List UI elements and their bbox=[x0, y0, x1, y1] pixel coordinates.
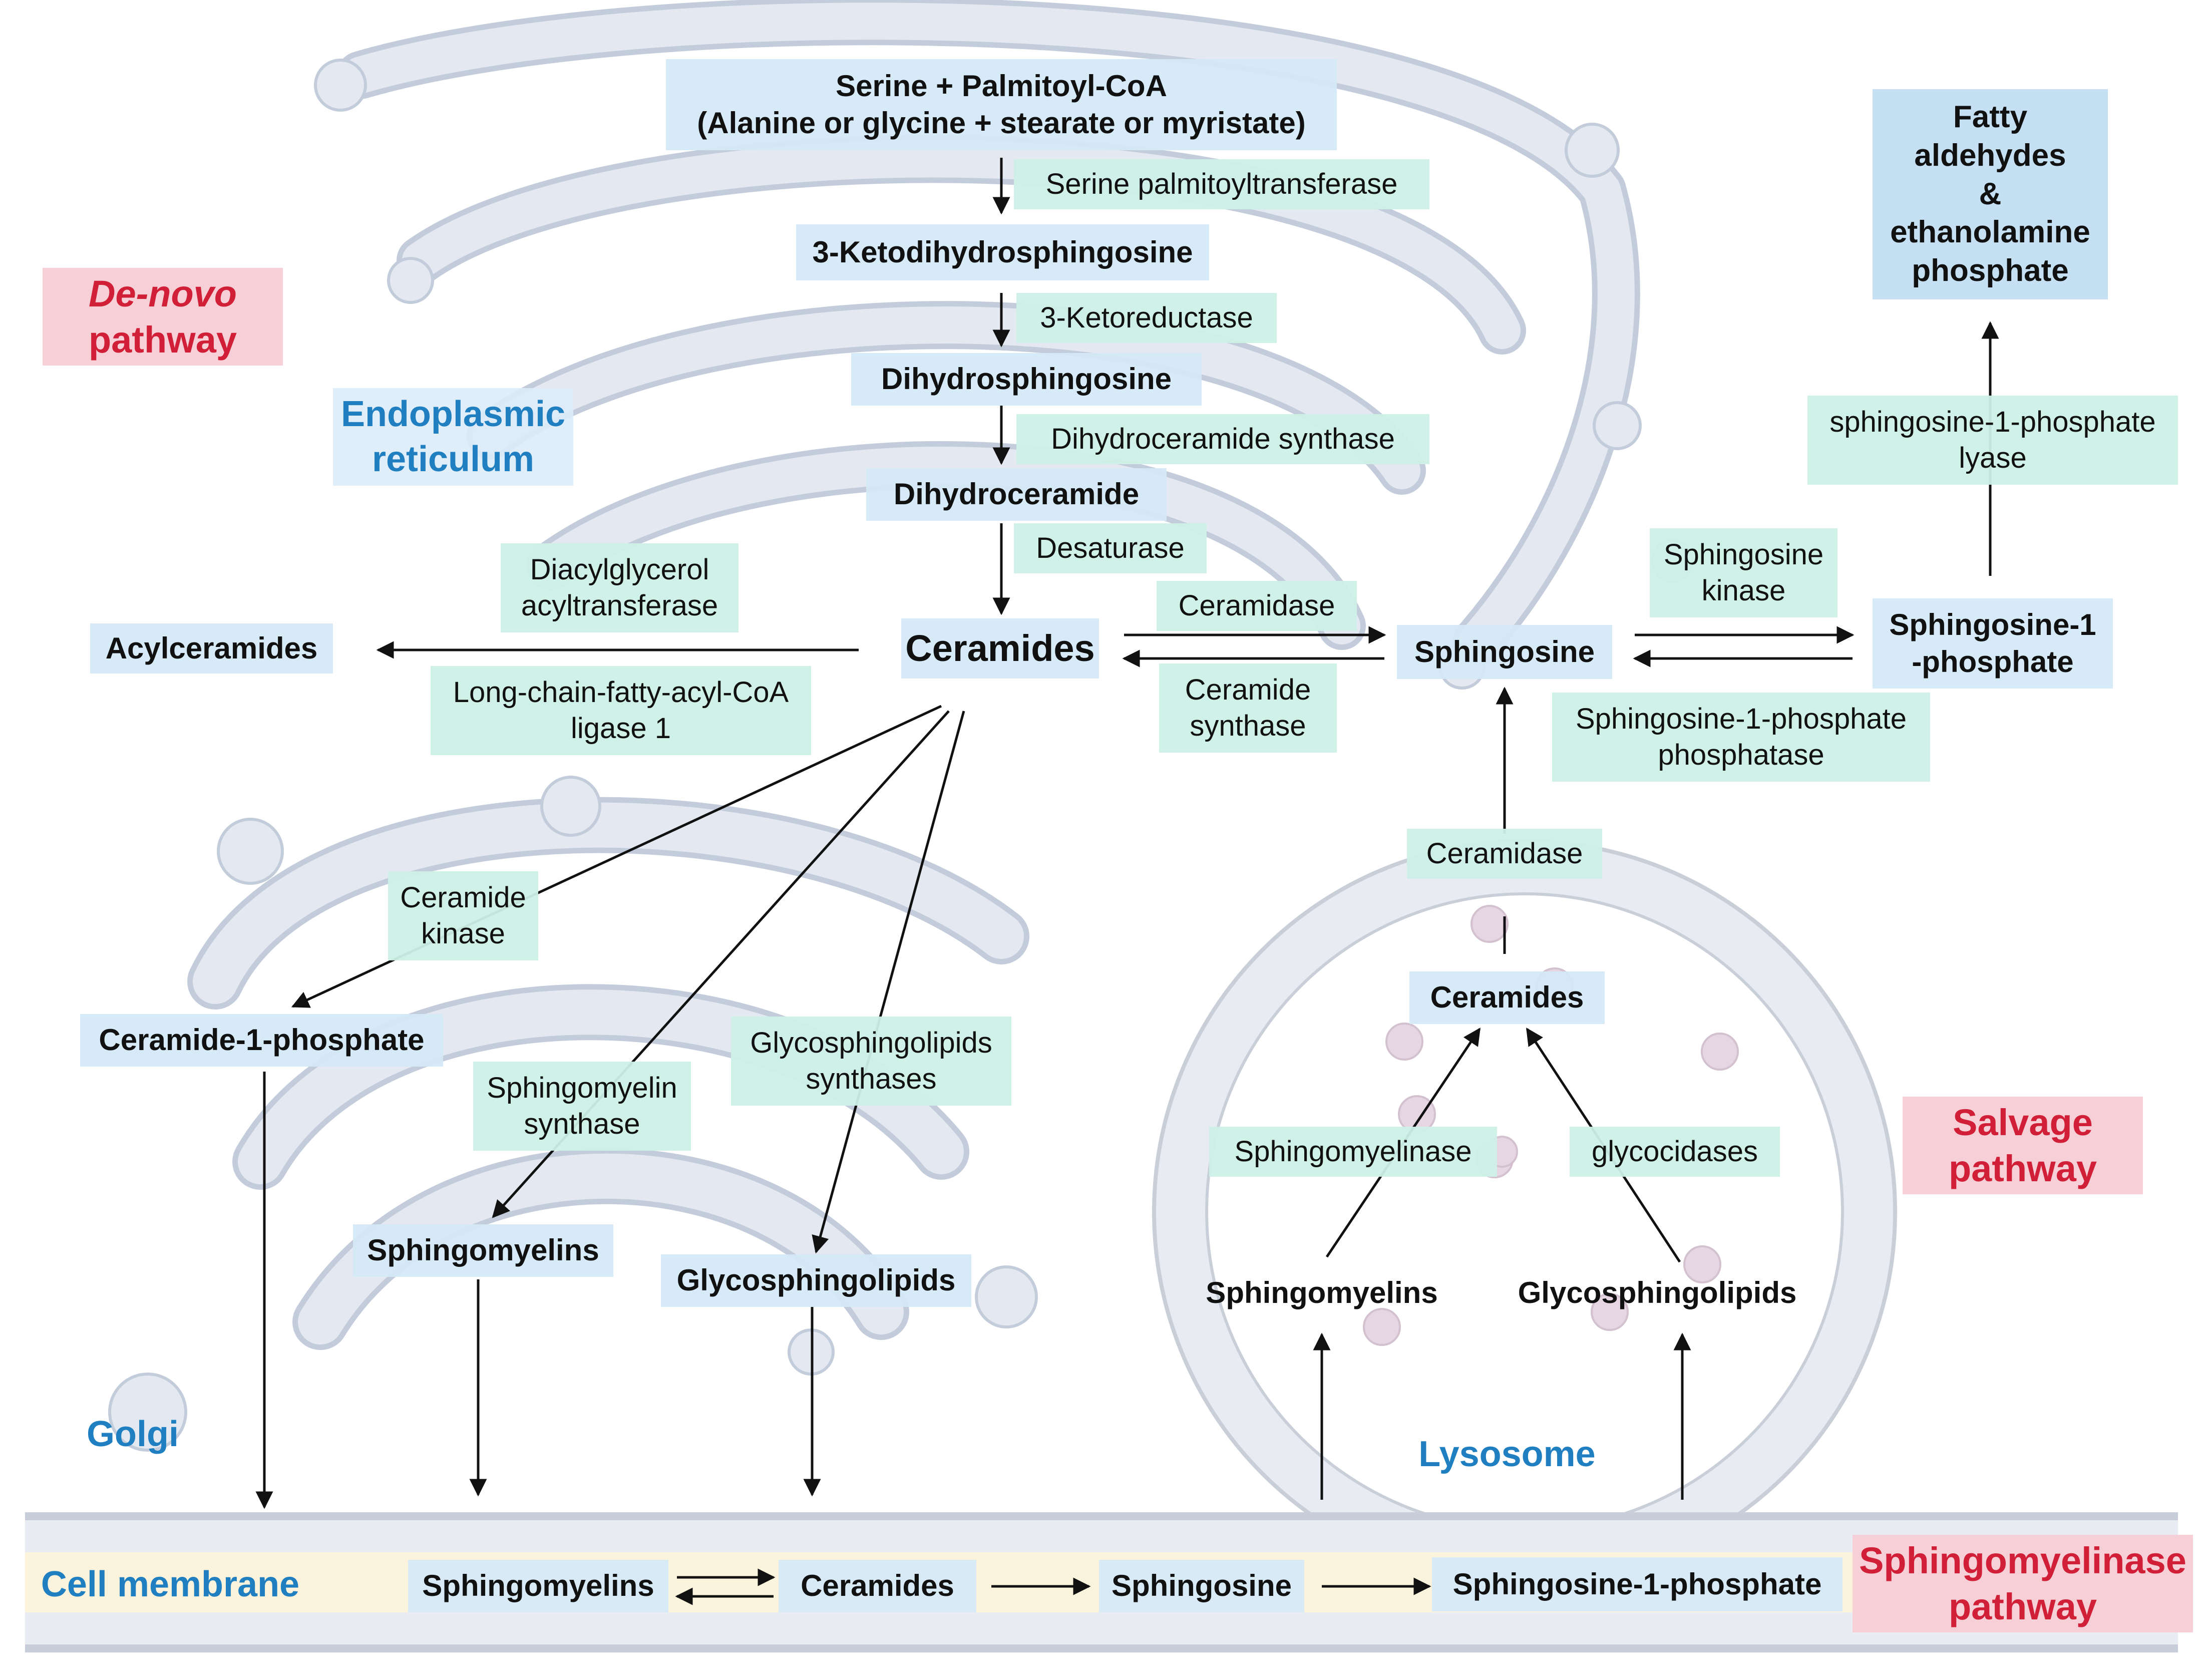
enzyme-desaturase: Desaturase bbox=[1014, 523, 1207, 573]
enzyme-dihydroceramide-synthase: Dihydroceramide synthase bbox=[1016, 414, 1429, 464]
enzyme-sphingomyelin-synthase: Sphingomyelin synthase bbox=[473, 1062, 691, 1151]
enzyme-ceramide-synthase: Ceramide synthase bbox=[1159, 663, 1337, 753]
label-sphingomyelinase-pathway: Sphingomyelinase pathway bbox=[1853, 1535, 2193, 1632]
enzyme-ceramidase: Ceramidase bbox=[1157, 581, 1357, 631]
de-novo-rest: pathway bbox=[88, 318, 237, 361]
label-cell-membrane: Cell membrane bbox=[41, 1564, 300, 1605]
compound-ceramide-1-phosphate: Ceramide-1-phosphate bbox=[80, 1014, 443, 1067]
label-golgi: Golgi bbox=[87, 1414, 179, 1455]
compound-ceramides: Ceramides bbox=[901, 618, 1099, 679]
enzyme-sphingosine-1-phosphate-phosphatase: Sphingosine-1-phosphate phosphatase bbox=[1552, 693, 1930, 782]
enzyme-3-ketoreductase: 3-Ketoreductase bbox=[1016, 293, 1277, 343]
start-line-2: (Alanine or glycine + stearate or myrist… bbox=[697, 106, 1306, 140]
compound-membrane-ceramides: Ceramides bbox=[779, 1560, 976, 1612]
label-endoplasmic-reticulum: Endoplasmic reticulum bbox=[333, 388, 573, 486]
label-de-novo-pathway: De-novo pathway bbox=[43, 268, 283, 366]
compound-dihydroceramide: Dihydroceramide bbox=[866, 468, 1167, 521]
enzyme-sphingosine-1-phosphate-lyase: sphingosine-1-phosphate lyase bbox=[1807, 396, 2178, 485]
label-salvage-pathway: Salvage pathway bbox=[1903, 1097, 2143, 1194]
er-shape bbox=[314, 0, 1694, 690]
label-lysosome: Lysosome bbox=[1418, 1434, 1596, 1475]
start-line-1: Serine + Palmitoyl-CoA bbox=[836, 69, 1167, 103]
enzyme-long-chain-fatty-acyl-coa-ligase-1: Long-chain-fatty-acyl-CoA ligase 1 bbox=[431, 666, 811, 755]
enzyme-serine-palmitoyltransferase: Serine palmitoyltransferase bbox=[1014, 159, 1429, 209]
compound-membrane-sphingosine-1-phosphate: Sphingosine-1-phosphate bbox=[1432, 1557, 1843, 1611]
compound-membrane-sphingosine: Sphingosine bbox=[1099, 1560, 1304, 1612]
compound-golgi-glycosphingolipids: Glycosphingolipids bbox=[661, 1254, 971, 1307]
compound-membrane-sphingomyelins: Sphingomyelins bbox=[408, 1560, 668, 1612]
enzyme-diacylglycerol-acyltransferase: Diacylglycerol acyltransferase bbox=[501, 543, 739, 632]
enzyme-ceramide-kinase: Ceramide kinase bbox=[388, 871, 538, 960]
de-novo-italic: De-novo bbox=[89, 272, 237, 314]
compound-sphingosine-1-phosphate: Sphingosine-1 -phosphate bbox=[1873, 598, 2113, 689]
enzyme-lysosome-ceramidase: Ceramidase bbox=[1407, 829, 1602, 879]
compound-fatty-aldehydes-ethanolamine-phosphate: Fatty aldehydes & ethanolamine phosphate bbox=[1873, 89, 2108, 299]
enzyme-sphingosine-kinase: Sphingosine kinase bbox=[1650, 528, 1837, 617]
compound-acylceramides: Acylceramides bbox=[90, 623, 333, 674]
compound-lysosome-glycosphingolipids: Glycosphingolipids bbox=[1518, 1276, 1797, 1310]
compound-3-ketodihydrosphingosine: 3-Ketodihydrosphingosine bbox=[796, 224, 1209, 280]
compound-serine-palmitoyl-coa: Serine + Palmitoyl-CoA (Alanine or glyci… bbox=[666, 59, 1337, 150]
compound-dihydrosphingosine: Dihydrosphingosine bbox=[851, 353, 1202, 406]
compound-lysosome-ceramides: Ceramides bbox=[1409, 971, 1605, 1024]
compound-golgi-sphingomyelins: Sphingomyelins bbox=[353, 1224, 613, 1277]
enzyme-sphingomyelinase: Sphingomyelinase bbox=[1209, 1127, 1497, 1177]
enzyme-glycocidases: glycocidases bbox=[1570, 1127, 1780, 1177]
compound-sphingosine: Sphingosine bbox=[1397, 625, 1612, 679]
enzyme-glycosphingolipids-synthases: Glycosphingolipids synthases bbox=[731, 1017, 1011, 1106]
compound-lysosome-sphingomyelins: Sphingomyelins bbox=[1206, 1276, 1438, 1310]
